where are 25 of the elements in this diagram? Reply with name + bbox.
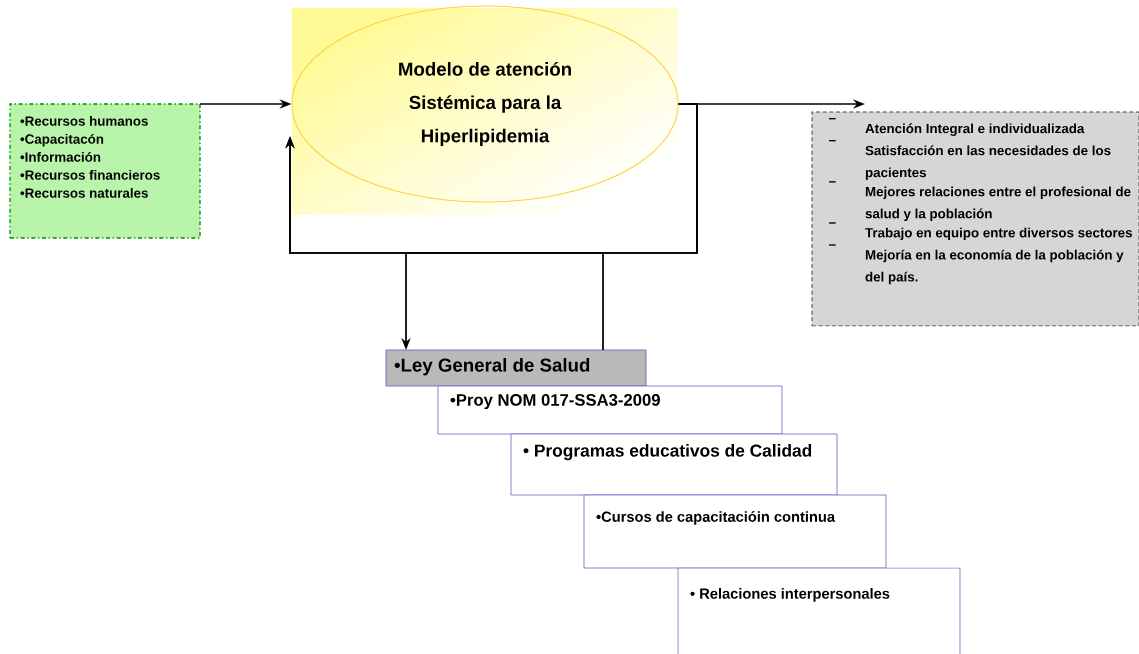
list-item: Satisfacción en las necesidades de los pacientes: [865, 145, 1111, 180]
step-text: •Proy NOM 017-SSA3-2009: [450, 394, 660, 410]
input-box: [9, 103, 201, 239]
title-text: Modelo de atención Sistémica para la Hiperlipidemia: [399, 61, 571, 147]
step-box: [437, 385, 783, 435]
list-item: Mejores relaciones entre el profesional de salud y la población: [865, 186, 1131, 221]
step-box: [510, 433, 838, 496]
step-box: [583, 494, 887, 569]
list-item: •Información: [20, 151, 101, 162]
step-text: • Relaciones interpersonales: [690, 588, 890, 602]
list-item: •Recursos financieros: [20, 170, 160, 180]
arrow: [285, 103, 698, 254]
list-item: Mejoría en la economía de la población y del país.: [865, 249, 1124, 285]
list-item: •Recursos humanos: [20, 116, 148, 126]
step-text: •Cursos de capacitacióin continua: [596, 511, 836, 525]
list-item: •Capacitacón: [20, 133, 104, 147]
step-text: •Ley General de Salud: [394, 358, 590, 376]
list-item: •Recursos naturales: [20, 188, 148, 198]
output-box: [811, 111, 1139, 327]
list-item: Trabajo en equipo entre diversos sectores: [865, 227, 1132, 241]
step-text: • Programas educativos de Calidad: [523, 444, 812, 461]
list-item: Atención Integral e individualizada: [865, 123, 1085, 136]
law-box: [385, 349, 647, 387]
model-ellipse: [291, 5, 679, 203]
step-box: [677, 567, 961, 654]
